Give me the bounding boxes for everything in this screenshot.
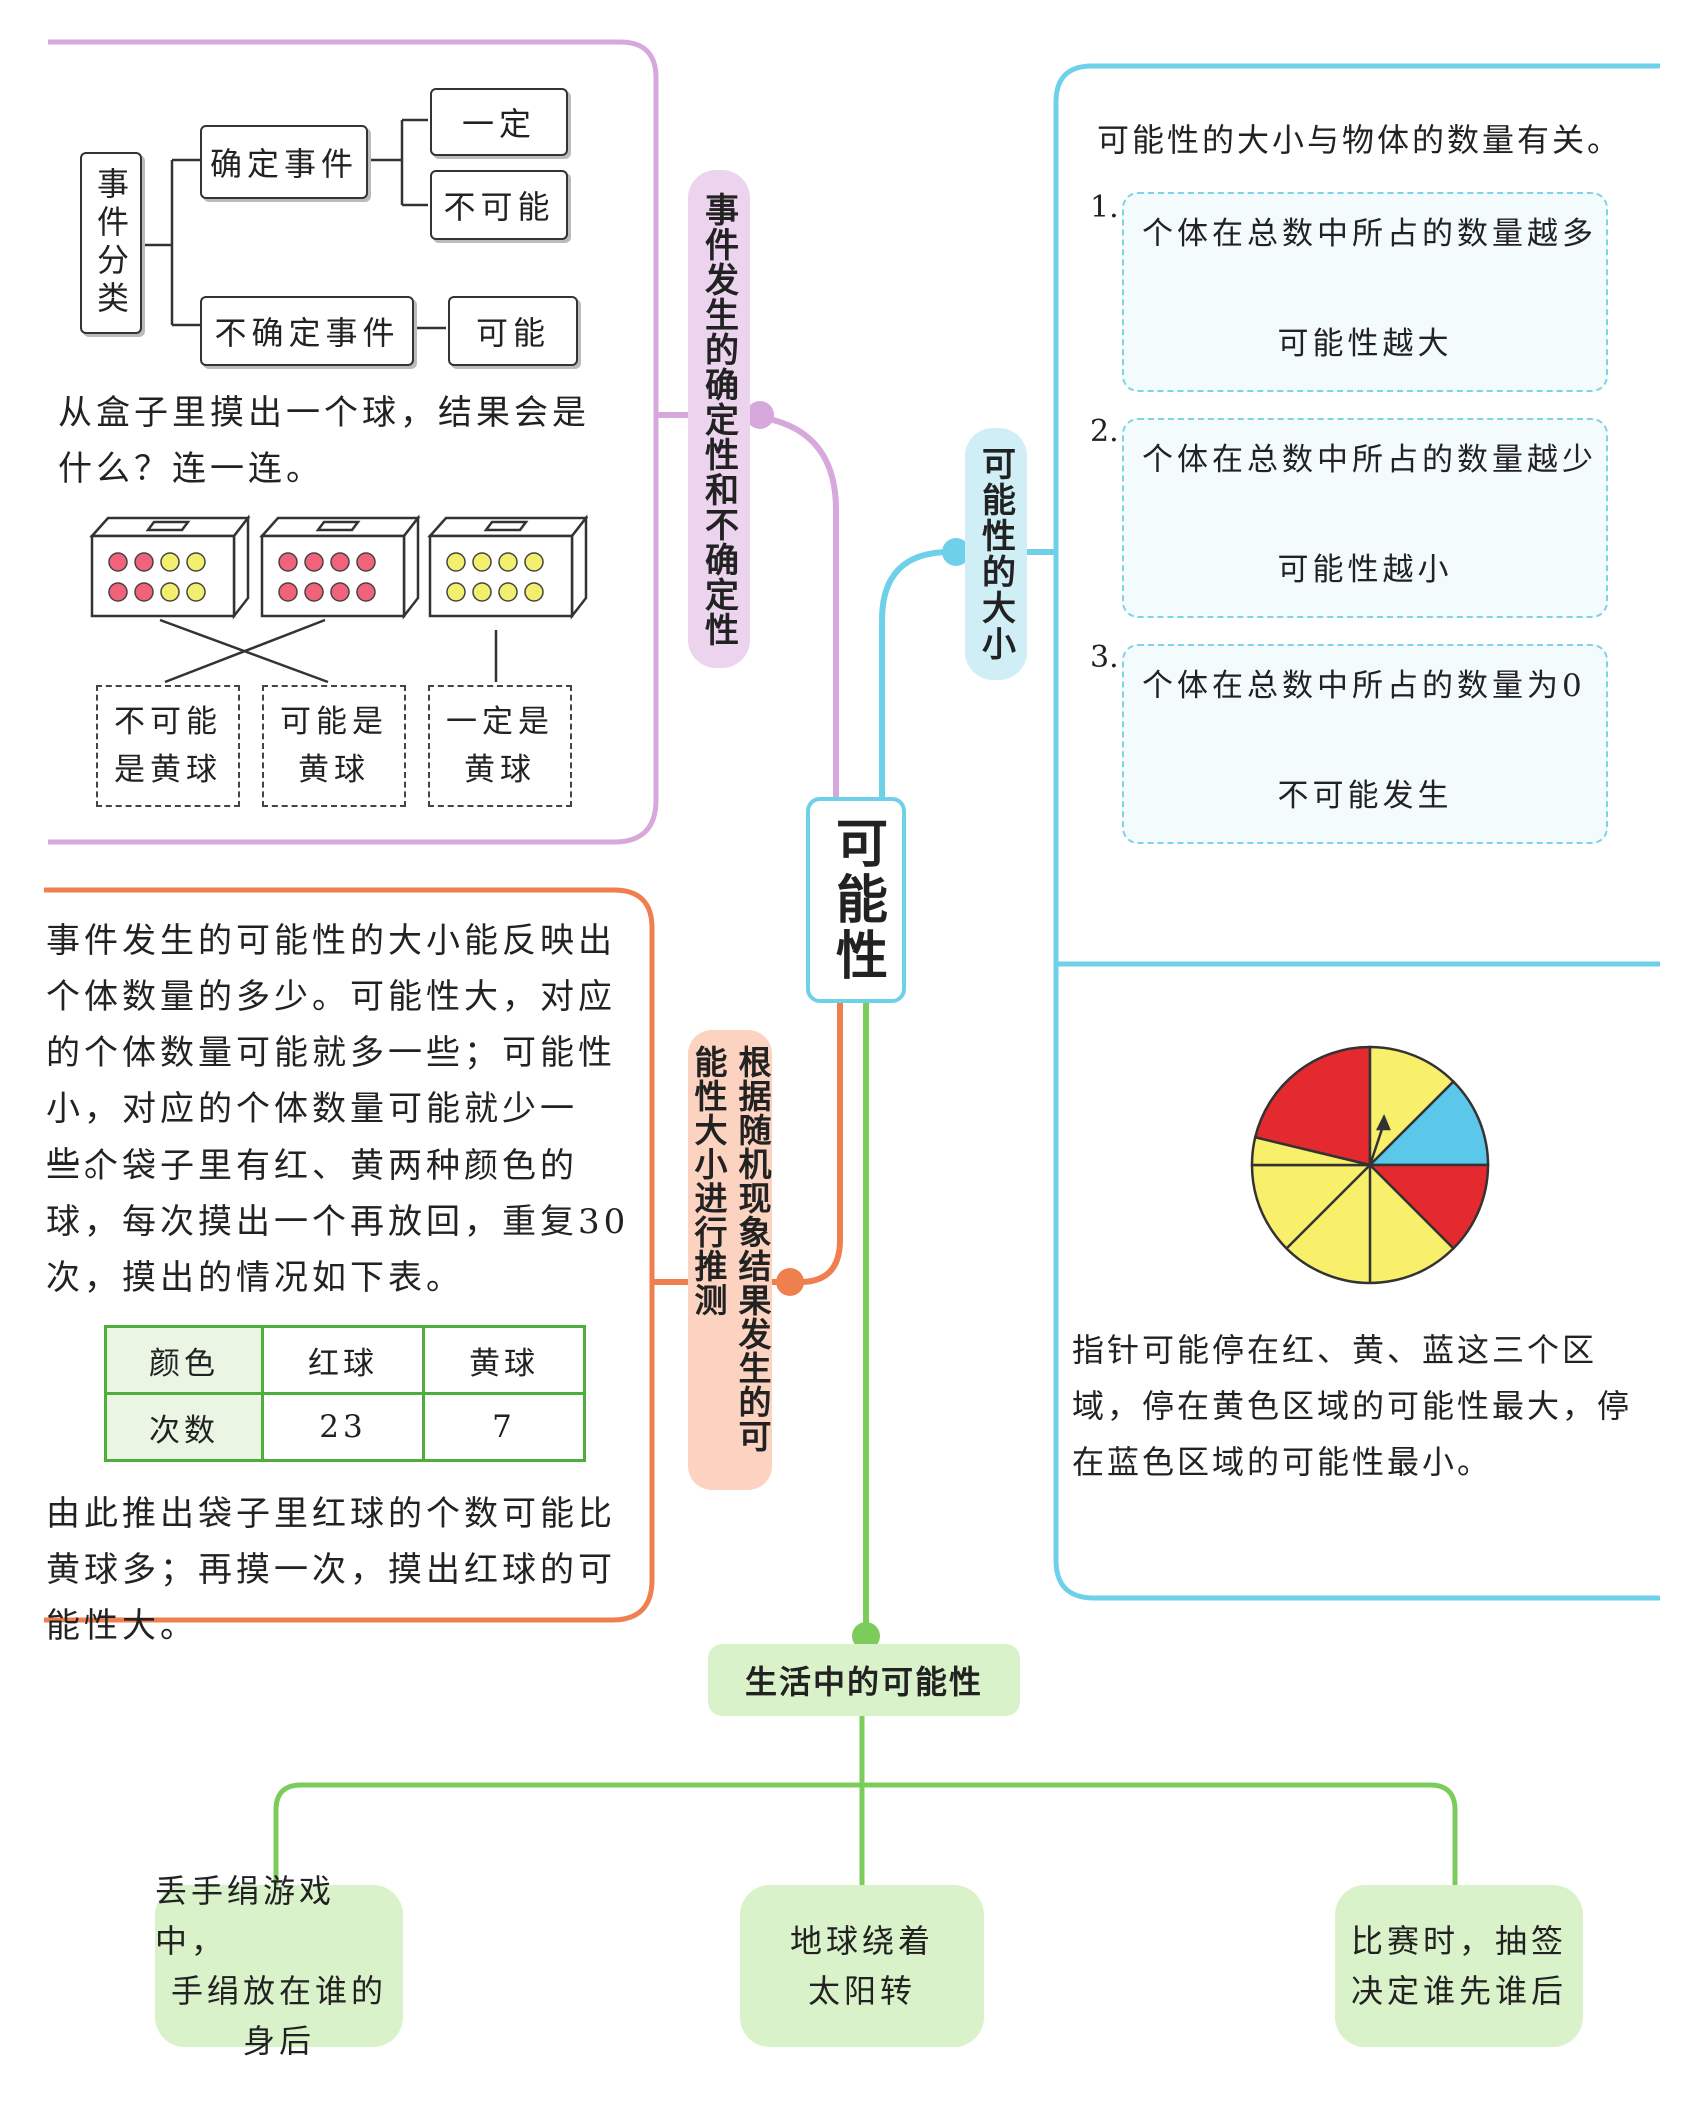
ball-count-table: 颜色 红球 黄球 次数 23 7: [104, 1325, 586, 1462]
branch-label-inference: 根据随机现象结果发生的可能性大小进行推测: [688, 1030, 772, 1490]
rule-3-result: 不可能发生: [1277, 778, 1453, 814]
cyan-frame-bottom: [1053, 964, 1660, 1601]
table-row: 次数 23 7: [104, 1392, 586, 1462]
possible-box: 可能: [448, 296, 578, 366]
table-header: 黄球: [422, 1325, 586, 1395]
ball-boxes: [89, 514, 588, 620]
undetermined-event-box: 不确定事件: [200, 296, 414, 366]
cyan-node: [942, 538, 970, 566]
spinner-wheel: [1250, 1045, 1490, 1285]
magnitude-intro: 可能性的大小与物体的数量有关。: [1097, 121, 1623, 159]
rule-1-result: 可能性越大: [1277, 326, 1453, 362]
box-3: [427, 514, 588, 620]
life-example-earth-sun: 地球绕着 太阳转: [740, 1885, 984, 2047]
spinner-sector-red-right: [1366, 1163, 1490, 1251]
table-header: 红球: [261, 1325, 425, 1395]
spinner-sector-blue: [1366, 1079, 1490, 1167]
rule-1-condition: 个体在总数中所占的数量越多: [1142, 216, 1597, 252]
cyan-frame-top: [1053, 63, 1660, 967]
life-example-handkerchief: 丢手绢游戏中， 手绢放在谁的 身后: [155, 1872, 403, 2060]
answer-box-not-yellow: 不可能是黄球: [96, 685, 240, 807]
life-example-draw-lots: 比赛时，抽签 决定谁先谁后: [1335, 1885, 1583, 2047]
box-1: [89, 514, 251, 620]
item-number-2: 2.: [1090, 414, 1119, 449]
answer-box-must-yellow: 一定是黄球: [428, 685, 572, 807]
table-cell: 23: [261, 1392, 425, 1462]
center-node: 可能性: [806, 797, 906, 1003]
orange-node: [776, 1268, 804, 1296]
table-header: 颜色: [104, 1325, 264, 1395]
branch-label-determinacy: 事件发生的确定性和不确定性: [688, 170, 750, 668]
table-row-label: 次数: [104, 1392, 264, 1462]
table-row: 颜色 红球 黄球: [104, 1325, 586, 1395]
green-branch: [273, 1782, 1458, 1885]
tree-lines: [140, 118, 446, 330]
spinner-pointer-icon: [1368, 1113, 1391, 1166]
spinner-sector-red-top: [1253, 1045, 1372, 1167]
certain-box: 一定: [430, 88, 568, 156]
ball-question-text: 从盒子里摸出一个球，结果会是什么？连一连。: [58, 393, 590, 489]
spinner-sector-yellow-top: [1368, 1045, 1456, 1169]
table-cell: 7: [422, 1392, 586, 1462]
branch-label-life: 生活中的可能性: [708, 1644, 1020, 1716]
category-root-box: 事件分类: [80, 152, 142, 334]
inference-paragraph-2: 一个袋子里有红、黄两种颜色的球，每次摸出一个再放回，重复30次，摸出的情况如下表…: [46, 1146, 630, 1298]
spinner-description: 指针可能停在红、黄、蓝这三个区域，停在黄色区域的可能性最大，停在蓝色区域的可能性…: [1072, 1331, 1633, 1481]
rule-box-2: 个体在总数中所占的数量越少 可能性越小: [1122, 418, 1608, 618]
center-label: 可能性: [826, 816, 887, 984]
orange-frame: [44, 887, 655, 1623]
rule-3-condition: 个体在总数中所占的数量为0: [1142, 668, 1586, 704]
branch-label-magnitude: 可能性的大小: [965, 428, 1027, 680]
item-number-3: 3.: [1090, 640, 1119, 675]
box-2: [259, 514, 421, 620]
rule-2-result: 可能性越小: [1277, 552, 1453, 588]
rule-box-1: 个体在总数中所占的数量越多 可能性越大: [1122, 192, 1608, 392]
answer-box-maybe-yellow: 可能是黄球: [262, 685, 406, 807]
inference-paragraph-1: 事件发生的可能性的大小能反映出个体数量的多少。可能性大，对应的个体数量可能就多一…: [46, 921, 616, 1185]
green-node: [852, 1622, 880, 1650]
spinner-sector-yellow-left: [1250, 1135, 1371, 1167]
rule-2-condition: 个体在总数中所占的数量越少: [1142, 442, 1597, 478]
inference-conclusion: 由此推出袋子里红球的个数可能比黄球多；再摸一次，摸出红球的可能性大。: [46, 1494, 616, 1646]
purple-node: [746, 401, 774, 429]
purple-frame: [48, 39, 659, 845]
impossible-box: 不可能: [430, 170, 568, 240]
item-number-1: 1.: [1090, 190, 1119, 225]
rule-box-3: 个体在总数中所占的数量为0 不可能发生: [1122, 644, 1608, 844]
spinner-sector-yellow-bottom: [1250, 1163, 1456, 1285]
determined-event-box: 确定事件: [200, 125, 368, 199]
answer-lines: [159, 618, 498, 684]
